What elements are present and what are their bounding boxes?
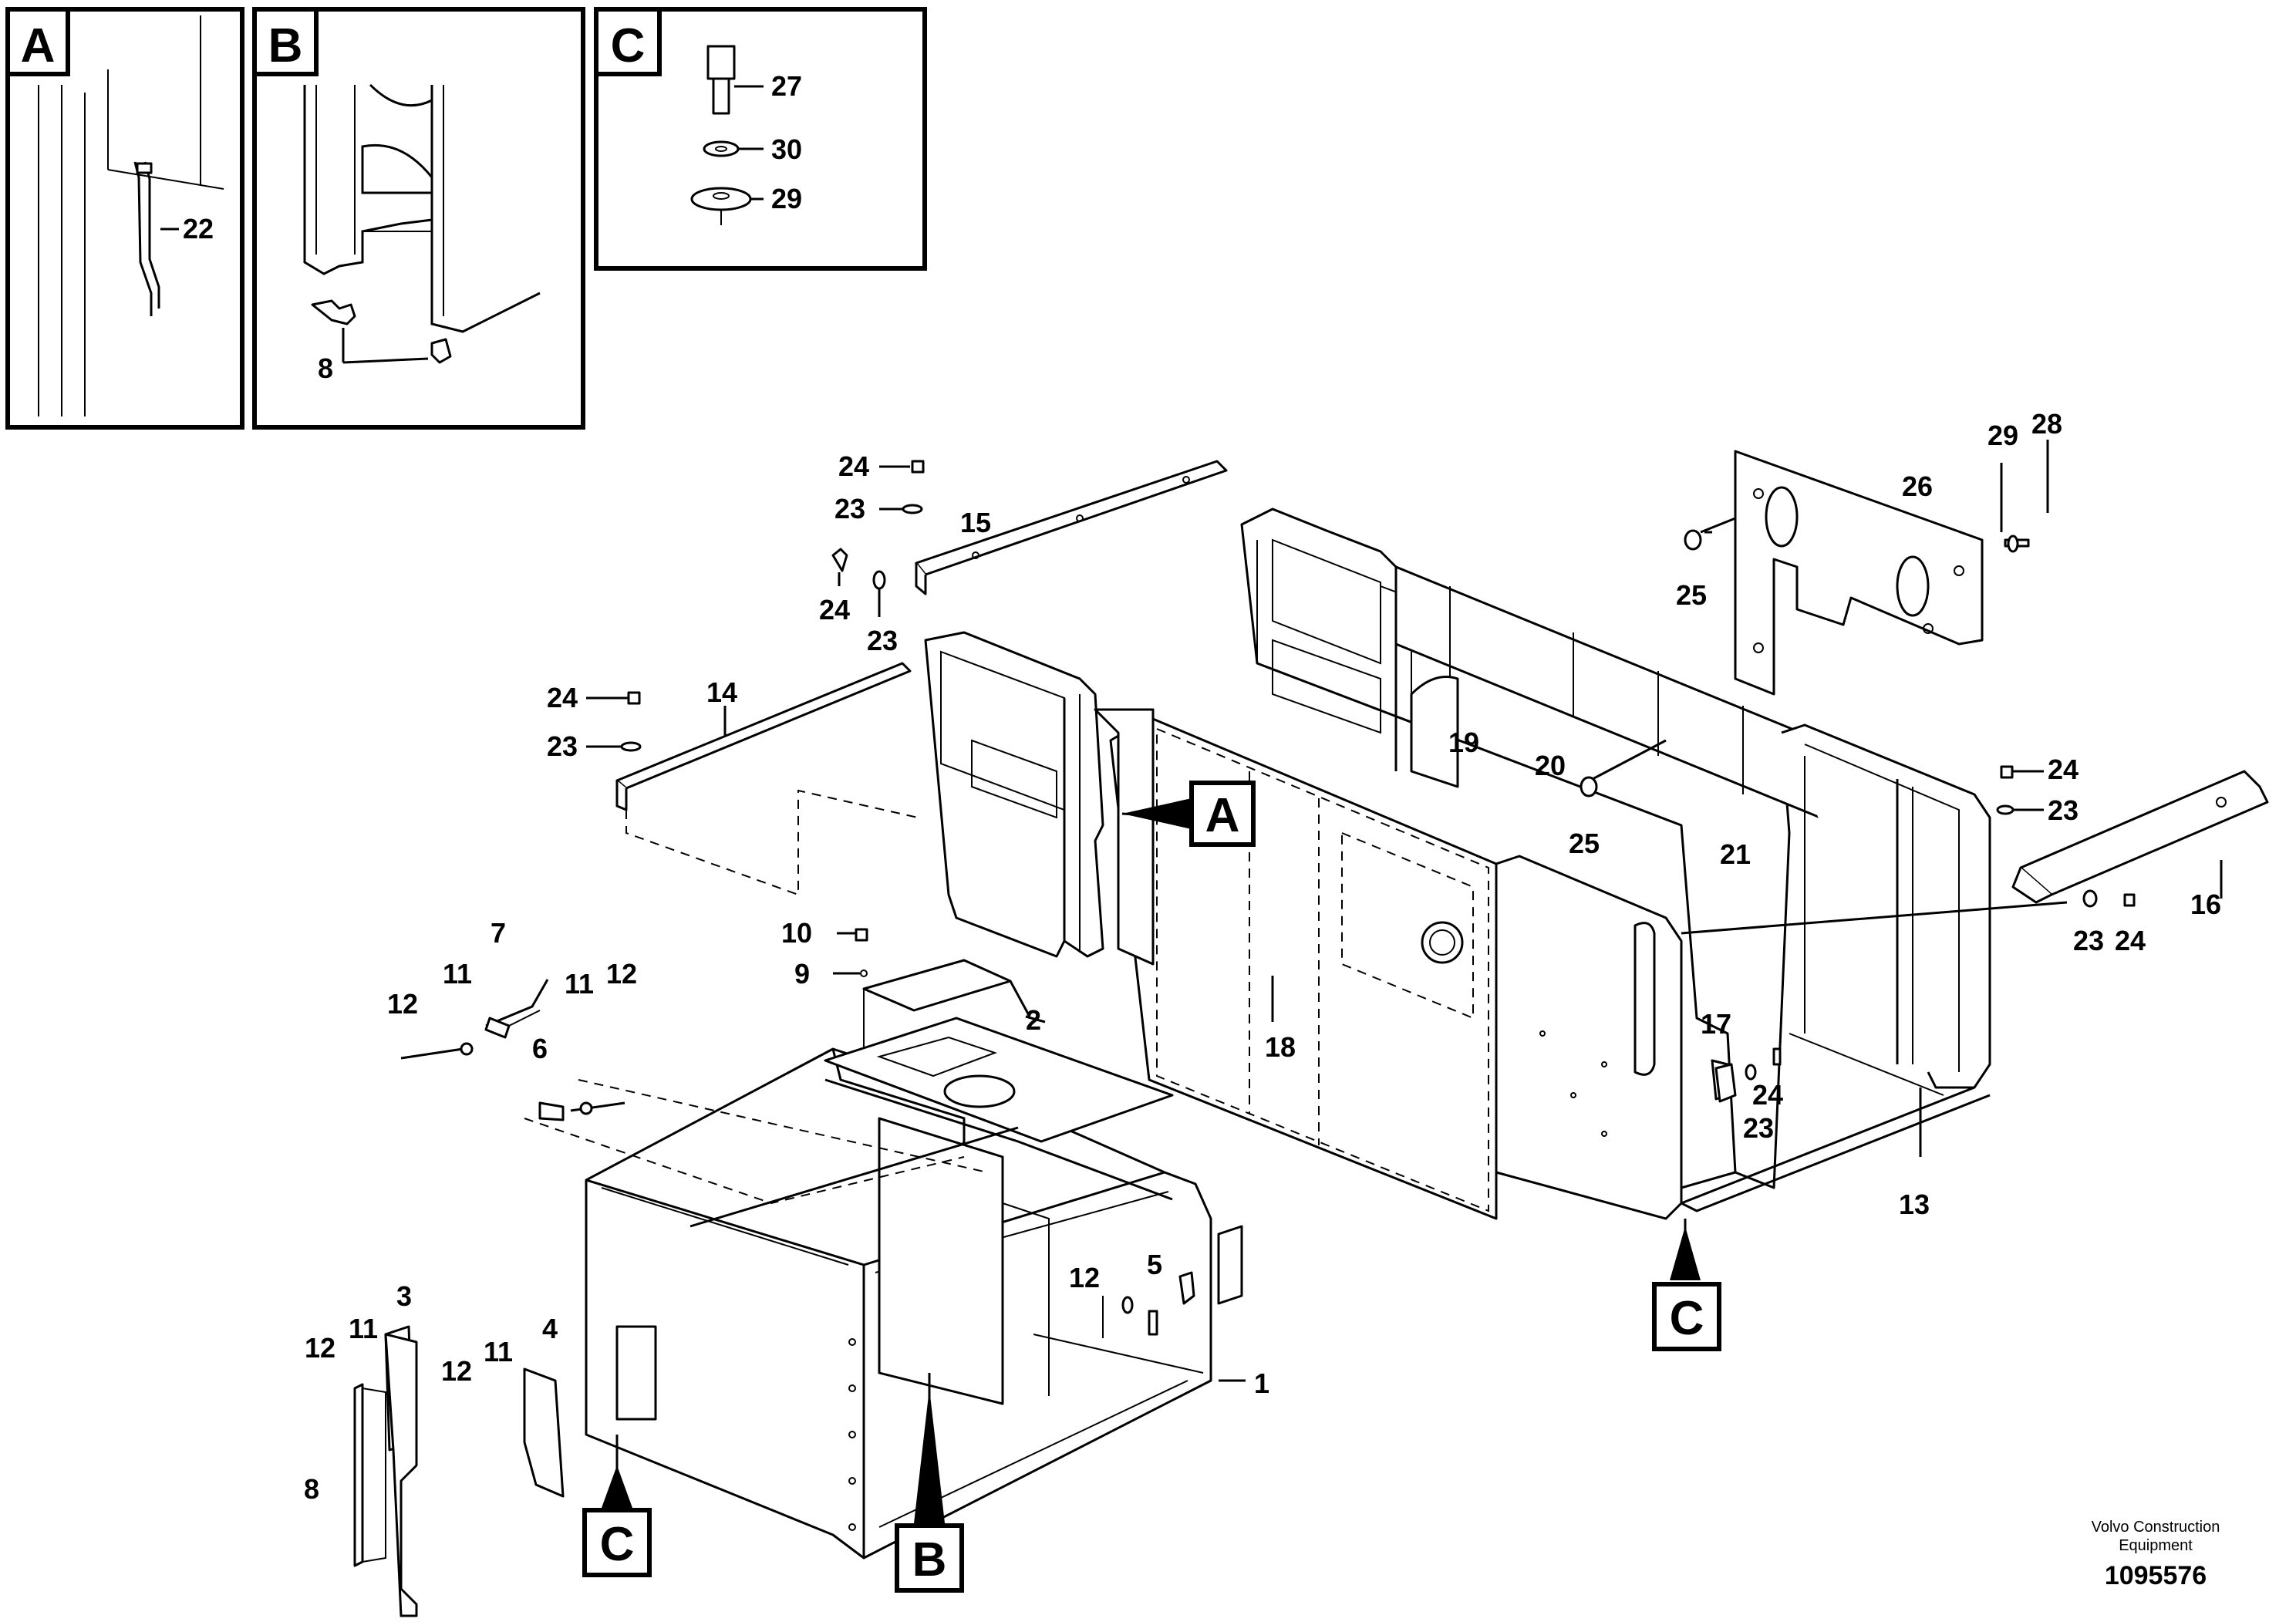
callout-11c: 11: [349, 1313, 378, 1344]
view-marker-c-left: C: [582, 1465, 652, 1577]
callout-19: 19: [1448, 727, 1479, 758]
callout-20: 20: [1535, 750, 1566, 781]
callout-1: 1: [1254, 1367, 1269, 1399]
callout-12e: 12: [1069, 1262, 1100, 1293]
callout-11d: 11: [484, 1336, 513, 1367]
detail-c-callout-29: 29: [771, 183, 802, 214]
callout-17: 17: [1701, 1008, 1731, 1040]
rail-16: [1681, 770, 2269, 935]
publisher-label: Volvo Construction Equipment: [2067, 1518, 2244, 1555]
view-marker-a: A: [1122, 781, 1256, 847]
callout-23a: 23: [834, 493, 865, 524]
callout-13: 13: [1899, 1189, 1930, 1220]
plate-26: [1704, 450, 1984, 696]
callout-24f: 24: [1752, 1079, 1783, 1111]
fasteners-16: [1996, 765, 2136, 908]
detail-view-c: C 27 30 29: [594, 7, 927, 271]
detail-view-b: B 8: [252, 7, 585, 430]
brackets-left: [353, 979, 625, 1617]
callout-4: 4: [542, 1313, 558, 1344]
detail-c-callout-27: 27: [771, 70, 802, 102]
callout-22: 22: [183, 213, 214, 244]
view-marker-c-right: C: [1652, 1226, 1721, 1351]
detail-c-label: C: [611, 19, 646, 73]
callout-24c: 24: [547, 682, 578, 713]
callout-7: 7: [491, 917, 506, 949]
callout-24e: 24: [2115, 925, 2146, 956]
callout-10: 10: [781, 917, 812, 949]
callout-21: 21: [1720, 838, 1751, 870]
callout-6: 6: [532, 1033, 548, 1064]
callout-25a: 25: [1676, 579, 1707, 611]
callout-24a: 24: [838, 450, 869, 482]
rail-14: [586, 662, 912, 811]
callout-5: 5: [1147, 1249, 1162, 1280]
svg-text:B: B: [912, 1533, 947, 1587]
callout-23f: 23: [1743, 1112, 1774, 1144]
drawing-number: 1095576: [2104, 1561, 2207, 1590]
callout-12d: 12: [441, 1355, 472, 1387]
detail-c-callout-30: 30: [771, 133, 802, 165]
svg-text:C: C: [1670, 1292, 1704, 1345]
view-marker-b: B: [895, 1388, 964, 1593]
callout-8: 8: [304, 1473, 319, 1505]
rear-frame-13: [1240, 508, 1991, 1212]
callout-18: 18: [1265, 1031, 1296, 1063]
callout-2: 2: [1026, 1004, 1041, 1036]
publisher-line-1: Volvo Construction: [2091, 1519, 2220, 1536]
detail-view-a: A 22: [5, 7, 244, 430]
callout-24d: 24: [2048, 754, 2079, 785]
callout-12a: 12: [387, 988, 418, 1020]
fasteners-15: [831, 460, 925, 617]
callout-14: 14: [706, 676, 737, 708]
callout-23d: 23: [2048, 794, 2079, 826]
callout-3: 3: [396, 1280, 412, 1312]
callout-15: 15: [960, 507, 991, 538]
callout-28: 28: [2031, 408, 2062, 440]
top-plate: [824, 1017, 1174, 1143]
svg-text:A: A: [1205, 789, 1240, 842]
callouts: 1 2 3 4 5 6 7 8 9 10 11 11 11 11 12 12 1…: [304, 408, 2221, 1505]
callout-29: 29: [1988, 420, 2018, 451]
callout-23b: 23: [867, 625, 898, 656]
detail-b-callout-8: 8: [318, 352, 333, 384]
front-frame-1: [585, 1047, 1243, 1560]
callout-23c: 23: [547, 730, 578, 762]
callout-12c: 12: [305, 1332, 335, 1364]
callout-9: 9: [794, 958, 810, 990]
detail-a-label: A: [21, 19, 56, 73]
front-post: [924, 631, 1155, 966]
callout-12b: 12: [606, 958, 637, 990]
cover-2: [862, 959, 1012, 1012]
callout-11a: 11: [443, 958, 472, 990]
publisher-line-2: Equipment: [2119, 1537, 2193, 1554]
callout-23e: 23: [2073, 925, 2104, 956]
callout-26: 26: [1902, 470, 1933, 502]
callout-25b: 25: [1569, 828, 1600, 859]
rail-15: [915, 460, 1228, 595]
svg-text:C: C: [600, 1518, 635, 1571]
callout-24b: 24: [819, 594, 850, 626]
callout-11b: 11: [565, 968, 594, 1000]
detail-b-label: B: [268, 19, 303, 73]
callout-16: 16: [2190, 889, 2221, 920]
